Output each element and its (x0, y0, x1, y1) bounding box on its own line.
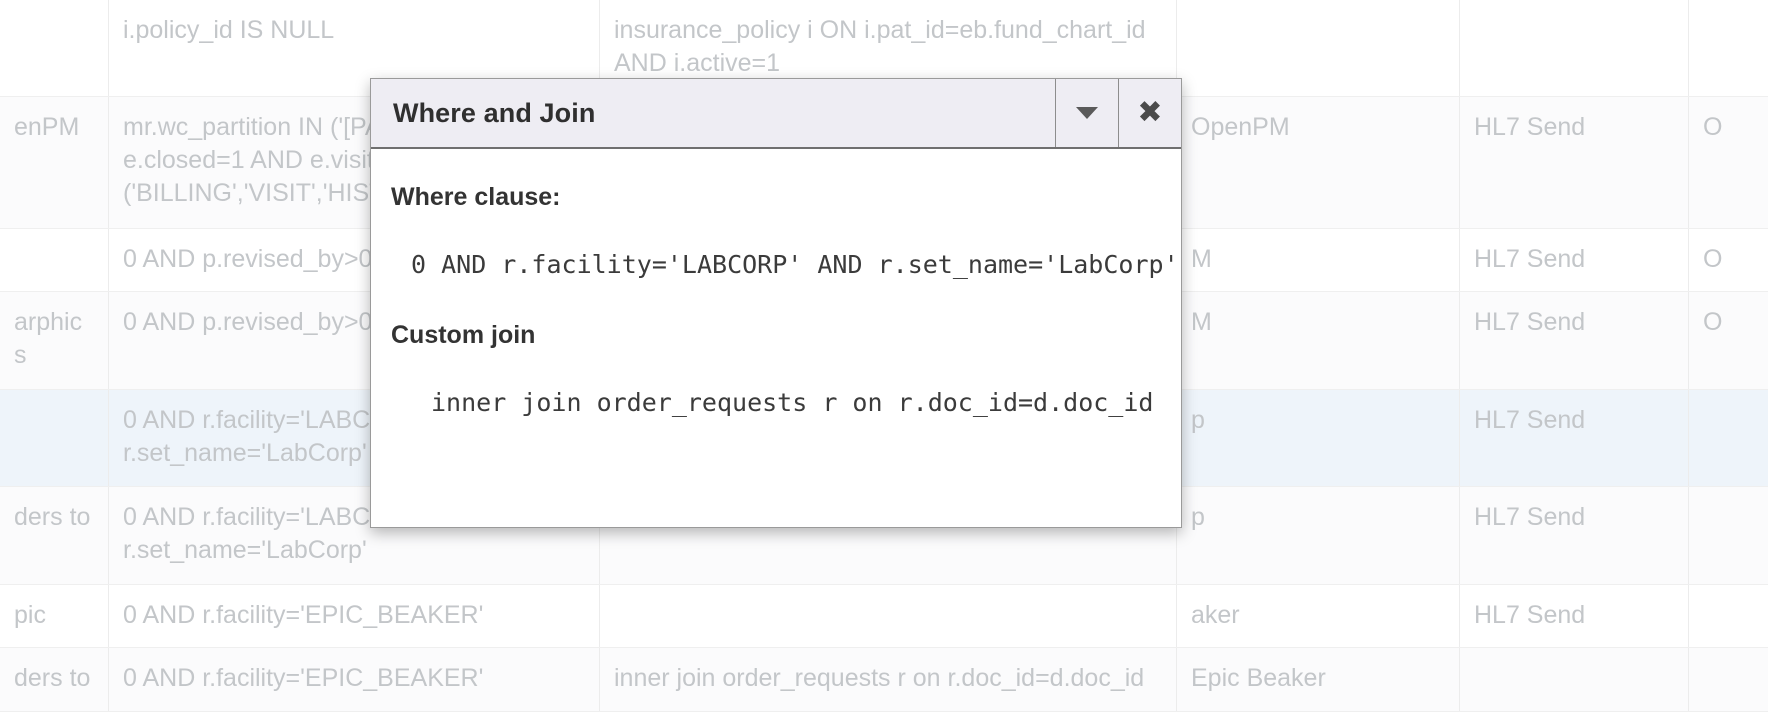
dialog-header[interactable]: Where and Join ✖ (371, 79, 1181, 149)
cell-action: HL7 Send (1459, 291, 1689, 390)
cell-action: HL7 Send (1459, 584, 1689, 649)
cell-system: aker (1176, 584, 1460, 649)
cell-interface: pic (0, 584, 109, 649)
close-button[interactable]: ✖ (1118, 79, 1181, 147)
cell-where-clause: 0 AND r.facility='EPIC_BEAKER' (108, 647, 600, 712)
cell-interface (0, 389, 109, 488)
cell-interface: ders to (0, 486, 109, 585)
cell-interface (0, 228, 109, 293)
cell-interface (0, 0, 109, 98)
custom-join-value[interactable]: inner join order_requests r on r.doc_id=… (431, 388, 1154, 417)
chevron-down-icon-button[interactable] (1055, 79, 1118, 147)
cell-extra (1688, 584, 1768, 649)
cell-action (1459, 647, 1689, 712)
where-clause-label: Where clause: (391, 183, 561, 211)
close-icon: ✖ (1137, 95, 1163, 130)
cell-action: HL7 Send (1459, 389, 1689, 488)
cell-action: HL7 Send (1459, 486, 1689, 585)
cell-interface: arphics (0, 291, 109, 390)
cell-custom-join: inner join order_requests r on r.doc_id=… (599, 647, 1177, 712)
cell-interface: ders to (0, 647, 109, 712)
cell-extra: O (1688, 96, 1768, 229)
where-and-join-dialog: Where and Join ✖ Where clause: 0 AND r.f… (370, 78, 1182, 528)
cell-interface: enPM (0, 96, 109, 229)
table-row[interactable]: pic 0 AND r.facility='EPIC_BEAKER' aker … (0, 584, 1768, 649)
cell-action: HL7 Send (1459, 96, 1689, 229)
where-clause-value[interactable]: 0 AND r.facility='LABCORP' AND r.set_nam… (411, 250, 1179, 279)
cell-system: p (1176, 486, 1460, 585)
cell-extra (1688, 647, 1768, 712)
cell-system: M (1176, 291, 1460, 390)
cell-extra: O (1688, 291, 1768, 390)
cell-extra (1688, 0, 1768, 98)
cell-system: p (1176, 389, 1460, 488)
dialog-body: Where clause: 0 AND r.facility='LABCORP'… (371, 149, 1181, 527)
custom-join-label: Custom join (391, 321, 536, 349)
cell-custom-join (599, 584, 1177, 649)
cell-system: Epic Beaker (1176, 647, 1460, 712)
cell-system: OpenPM (1176, 96, 1460, 229)
table-row[interactable]: ders to 0 AND r.facility='EPIC_BEAKER' i… (0, 647, 1768, 712)
cell-extra (1688, 486, 1768, 585)
cell-action: HL7 Send (1459, 228, 1689, 293)
cell-extra (1688, 389, 1768, 488)
chevron-down-icon (1076, 107, 1098, 119)
cell-system (1176, 0, 1460, 98)
cell-action (1459, 0, 1689, 98)
cell-extra: O (1688, 228, 1768, 293)
cell-where-clause: 0 AND r.facility='EPIC_BEAKER' (108, 584, 600, 649)
dialog-title: Where and Join (393, 97, 596, 128)
cell-system: M (1176, 228, 1460, 293)
